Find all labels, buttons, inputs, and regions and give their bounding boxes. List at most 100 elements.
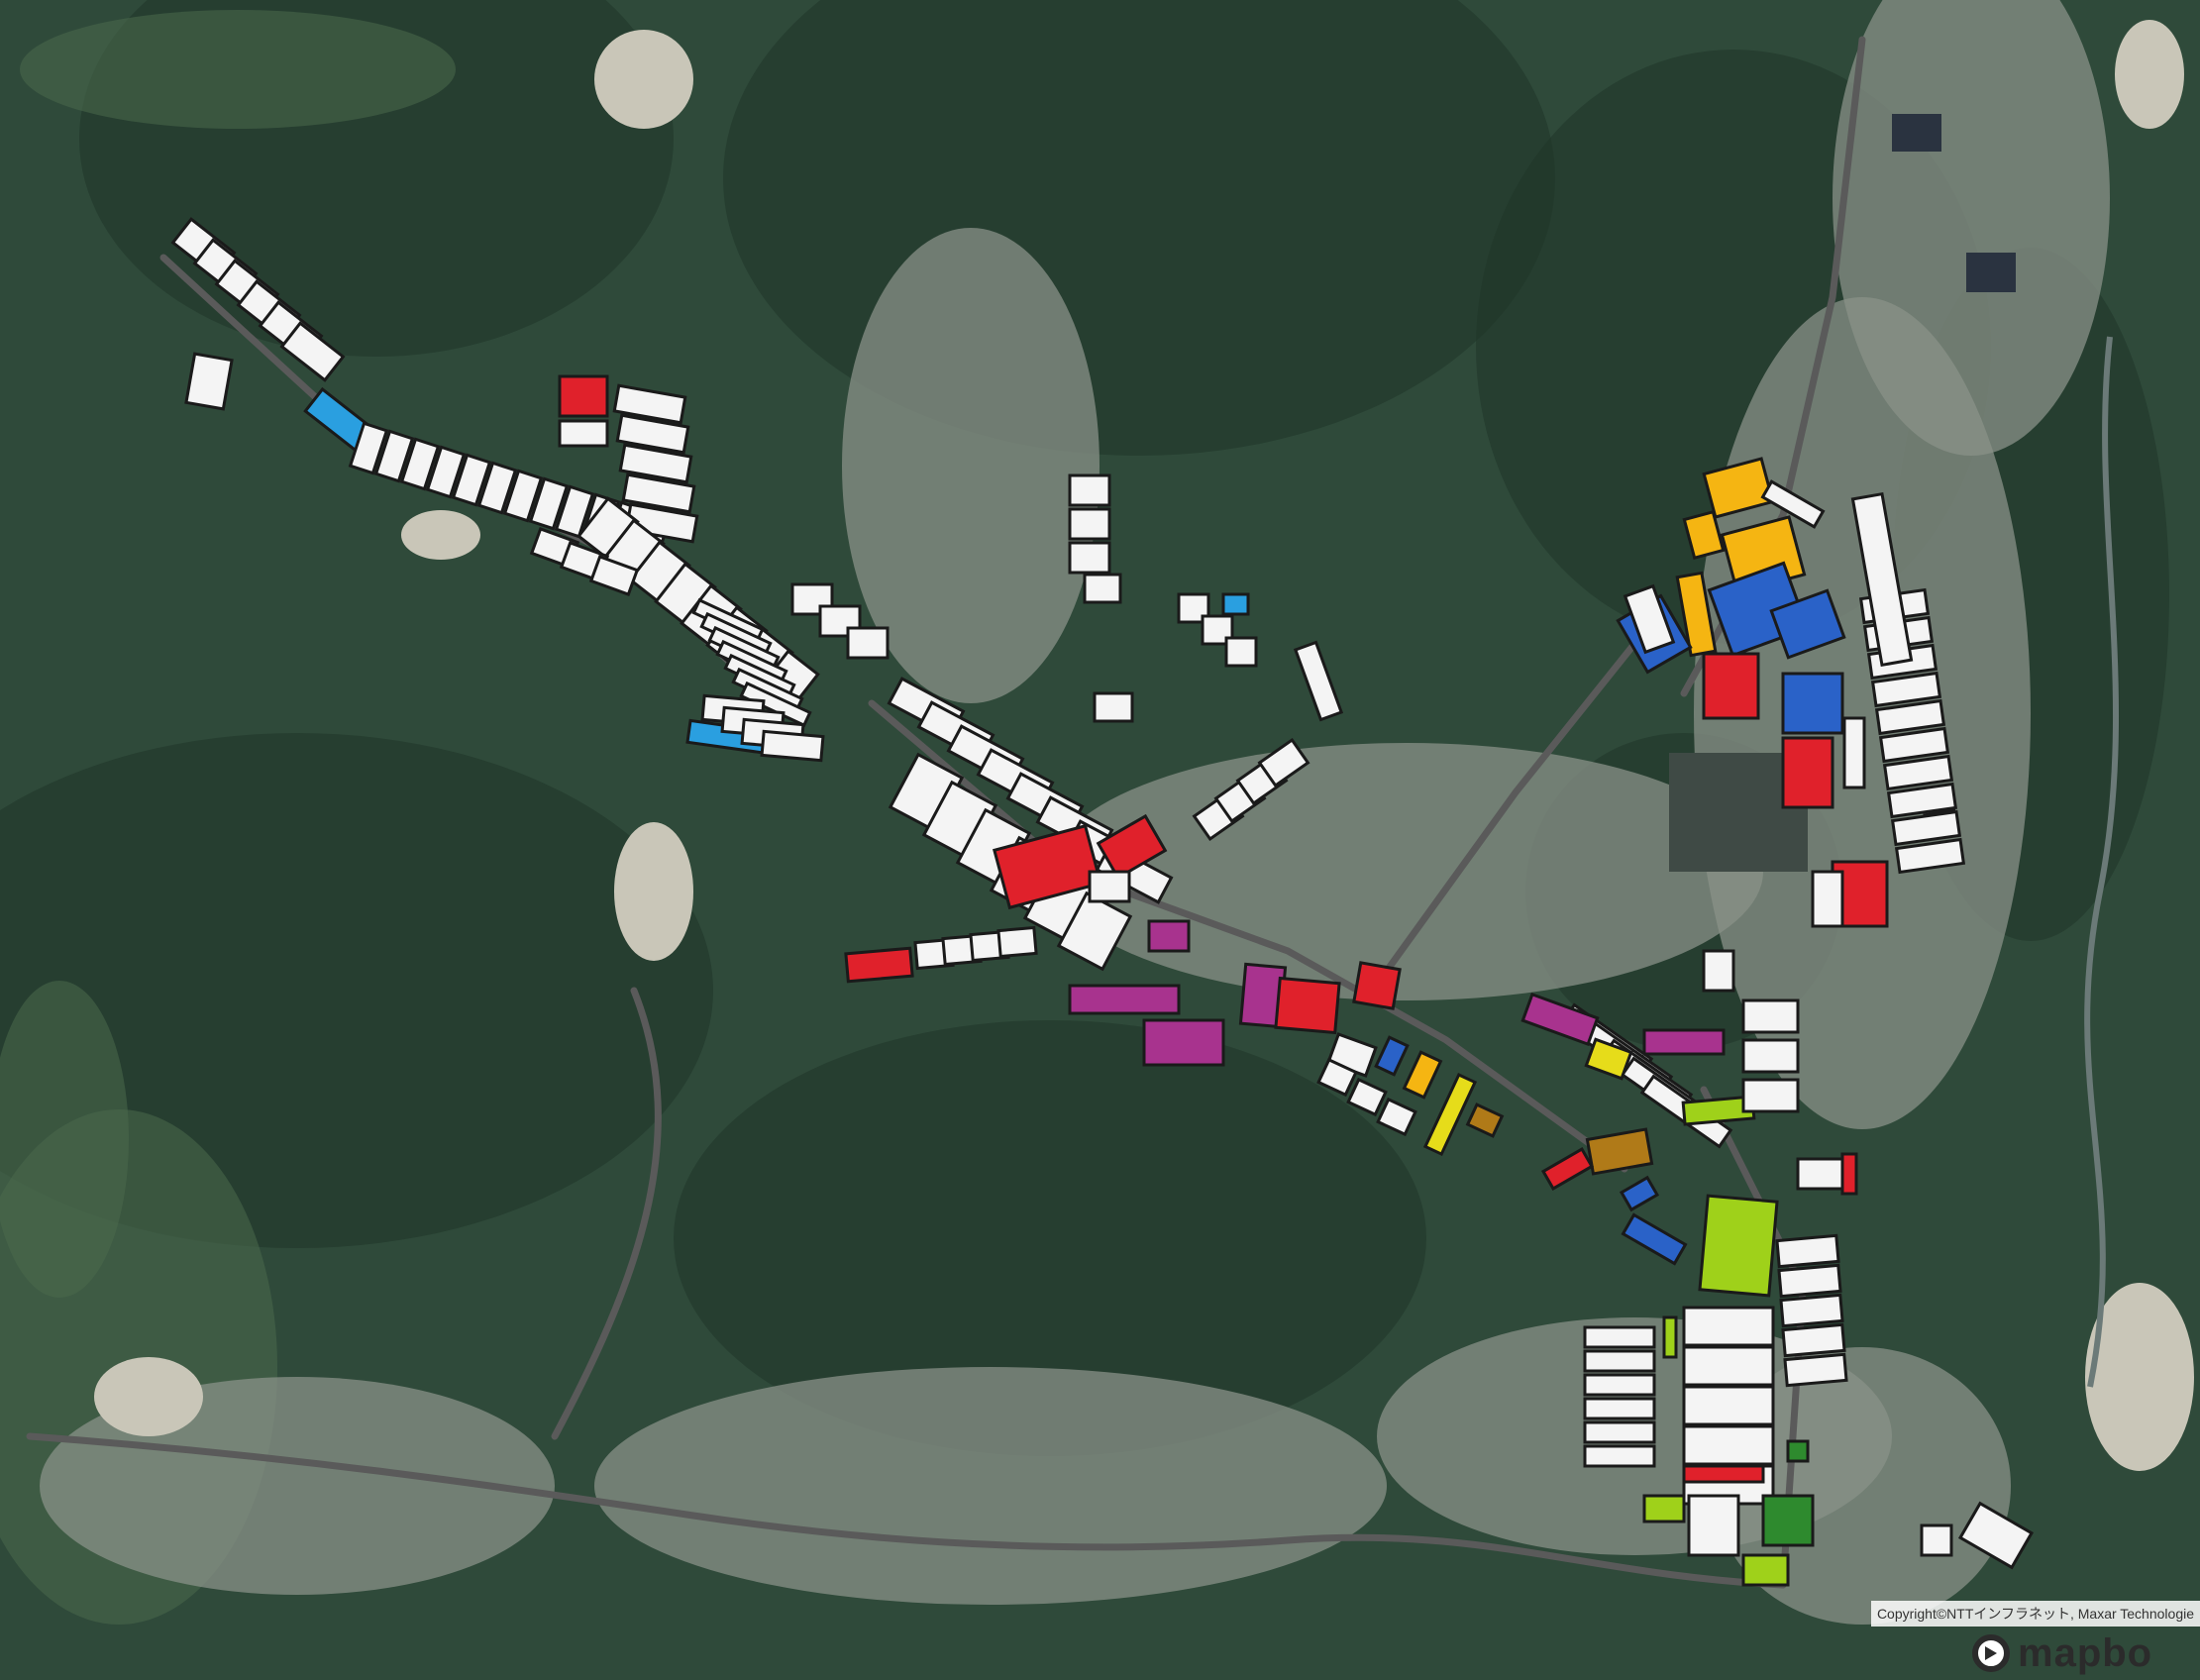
parcel-white[interactable]	[399, 437, 441, 491]
parcel-white[interactable]	[1682, 1345, 1775, 1387]
parcel-white[interactable]	[1870, 671, 1942, 708]
parcel-blue[interactable]	[1781, 672, 1844, 735]
parcel-white[interactable]	[1741, 1078, 1800, 1113]
parcel-white[interactable]	[1682, 1424, 1775, 1466]
parcel-lime[interactable]	[1741, 1553, 1790, 1587]
parcel-lime[interactable]	[1662, 1315, 1678, 1359]
parcel-darkgreen[interactable]	[1786, 1439, 1810, 1463]
parcel-white[interactable]	[476, 461, 518, 515]
parcel-white[interactable]	[1583, 1373, 1656, 1397]
parcel-white[interactable]	[1093, 691, 1134, 723]
parcel-white[interactable]	[1068, 507, 1111, 541]
parcel-blue[interactable]	[1769, 588, 1846, 660]
parcel-blue[interactable]	[1621, 1212, 1688, 1266]
parcel-white[interactable]	[1781, 1322, 1846, 1358]
parcel-white[interactable]	[451, 453, 492, 507]
parcel-red[interactable]	[844, 946, 914, 984]
parcel-white[interactable]	[1874, 698, 1946, 736]
parcel-white[interactable]	[1293, 640, 1344, 722]
parcel-white[interactable]	[1878, 726, 1950, 764]
parcel-white[interactable]	[1741, 1038, 1800, 1074]
parcel-white[interactable]	[760, 729, 825, 763]
parcel-white[interactable]	[279, 321, 346, 382]
parcel-red[interactable]	[558, 374, 609, 418]
parcel-red[interactable]	[1096, 813, 1168, 881]
parcel-white[interactable]	[554, 484, 595, 539]
parcel-white[interactable]	[1583, 1420, 1656, 1444]
parcel-white[interactable]	[1083, 573, 1122, 604]
map-attribution[interactable]: Copyright©NTTインフラネット, Maxar Technologie	[1870, 1601, 2200, 1627]
parcel-white[interactable]	[558, 419, 609, 448]
parcel-white[interactable]	[1741, 998, 1800, 1034]
parcel-red[interactable]	[1682, 1464, 1765, 1484]
parcel-red[interactable]	[1702, 652, 1760, 720]
parcel-brown[interactable]	[1465, 1102, 1505, 1138]
parcel-white[interactable]	[1376, 1097, 1417, 1137]
parcel-white[interactable]	[1224, 636, 1258, 668]
parcel-red[interactable]	[1274, 976, 1341, 1035]
parcel-white[interactable]	[1583, 1349, 1656, 1373]
parcel-white[interactable]	[1796, 1157, 1844, 1191]
parcel-white[interactable]	[184, 352, 234, 411]
parcel-white[interactable]	[846, 626, 890, 660]
parcel-orange[interactable]	[1682, 509, 1726, 561]
parcel-yellow[interactable]	[1584, 1037, 1633, 1081]
parcel-white[interactable]	[1957, 1501, 2035, 1570]
parcel-white[interactable]	[1623, 583, 1676, 655]
parcel-white[interactable]	[425, 445, 467, 499]
parcel-white[interactable]	[621, 472, 696, 514]
parcel-white[interactable]	[1682, 1385, 1775, 1426]
parcel-red[interactable]	[1840, 1152, 1858, 1196]
parcel-white[interactable]	[1783, 1352, 1848, 1388]
parcel-white[interactable]	[1682, 1306, 1775, 1347]
parcel-white[interactable]	[1583, 1325, 1656, 1349]
parcel-yellow[interactable]	[1422, 1072, 1478, 1157]
parcel-white[interactable]	[996, 925, 1038, 959]
parcel-white[interactable]	[528, 476, 570, 531]
parcel-white[interactable]	[1850, 491, 1914, 668]
parcel-white[interactable]	[502, 469, 544, 523]
mapbox-logo[interactable]: mapbo	[1972, 1630, 2200, 1676]
parcel-white[interactable]	[1257, 737, 1310, 788]
parcel-orange[interactable]	[1702, 457, 1775, 519]
parcel-white[interactable]	[588, 555, 640, 596]
parcel-white[interactable]	[1777, 1263, 1842, 1299]
parcel-white[interactable]	[1088, 870, 1131, 903]
parcel-white[interactable]	[615, 413, 690, 455]
parcel-white[interactable]	[1882, 754, 1954, 791]
parcel-magenta[interactable]	[1642, 1028, 1726, 1056]
parcel-red[interactable]	[1540, 1147, 1595, 1191]
parcel-blue[interactable]	[1374, 1035, 1410, 1077]
parcel-white[interactable]	[1583, 1397, 1656, 1420]
parcel-red[interactable]	[993, 823, 1102, 910]
parcel-white[interactable]	[1583, 1444, 1656, 1468]
parcel-white[interactable]	[1886, 782, 1958, 819]
parcel-white[interactable]	[1056, 891, 1133, 972]
parcel-sky[interactable]	[1221, 592, 1250, 616]
parcel-white[interactable]	[1779, 1293, 1844, 1328]
parcel-magenta[interactable]	[1068, 984, 1181, 1015]
parcel-white[interactable]	[1920, 1523, 1953, 1557]
parcel-layer[interactable]	[170, 217, 2035, 1587]
parcel-red[interactable]	[1352, 961, 1402, 1010]
parcel-orange[interactable]	[1402, 1050, 1443, 1100]
parcel-white[interactable]	[1842, 716, 1866, 789]
parcel-brown[interactable]	[1585, 1127, 1654, 1176]
parcel-white[interactable]	[1316, 1057, 1358, 1098]
parcel-white[interactable]	[1894, 837, 1966, 875]
parcel-white[interactable]	[1775, 1233, 1840, 1269]
parcel-magenta[interactable]	[1142, 1018, 1225, 1067]
parcel-red[interactable]	[1781, 736, 1834, 809]
parcel-white[interactable]	[1811, 870, 1844, 928]
parcel-white[interactable]	[1760, 479, 1826, 529]
parcel-lime[interactable]	[1642, 1494, 1686, 1523]
parcel-lime[interactable]	[1698, 1194, 1779, 1298]
parcel-white[interactable]	[1068, 473, 1111, 507]
parcel-white[interactable]	[1687, 1494, 1740, 1557]
parcel-darkgreen[interactable]	[1761, 1494, 1815, 1547]
parcel-white[interactable]	[612, 383, 687, 425]
parcel-white[interactable]	[373, 429, 415, 483]
parcel-magenta[interactable]	[1520, 992, 1600, 1047]
